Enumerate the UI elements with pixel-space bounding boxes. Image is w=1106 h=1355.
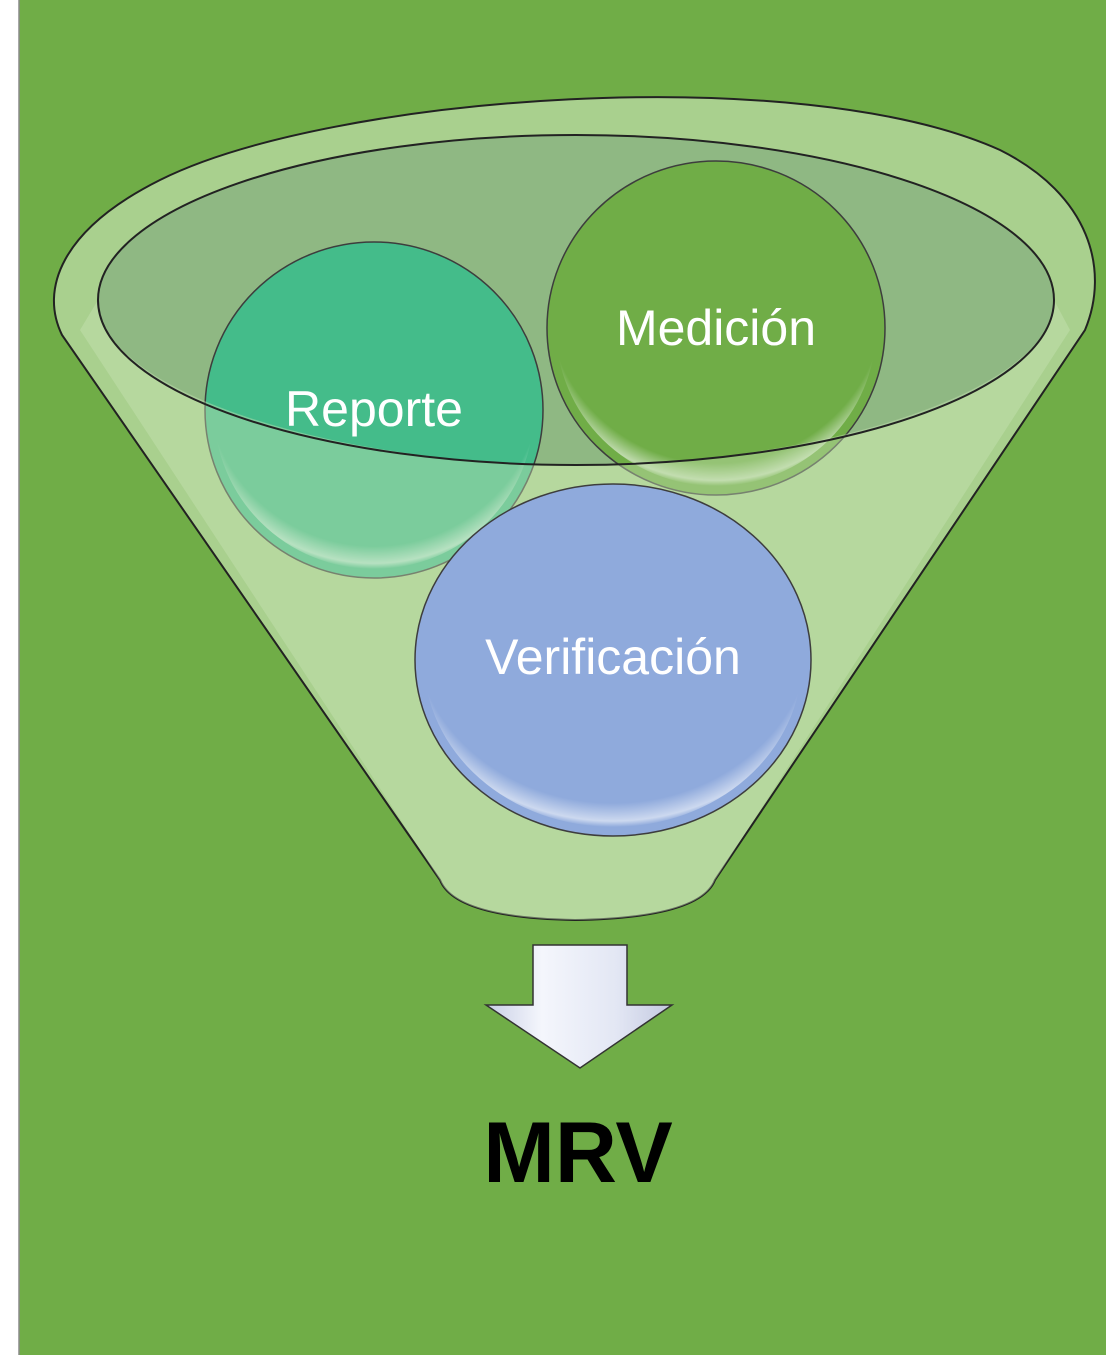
bubble-label-reporte: Reporte <box>285 381 463 437</box>
down-arrow-icon <box>483 944 675 1069</box>
bubble-label-medicion: Medición <box>616 300 816 356</box>
bubble-medicion: Medición <box>546 160 886 496</box>
funnel-mouth-rim <box>97 134 1055 466</box>
bubble-verificacion: Verificación <box>414 483 812 837</box>
result-label: MRV <box>483 1105 673 1201</box>
bubble-reporte: Reporte <box>204 241 544 579</box>
bubble-label-verificacion: Verificación <box>485 629 741 685</box>
